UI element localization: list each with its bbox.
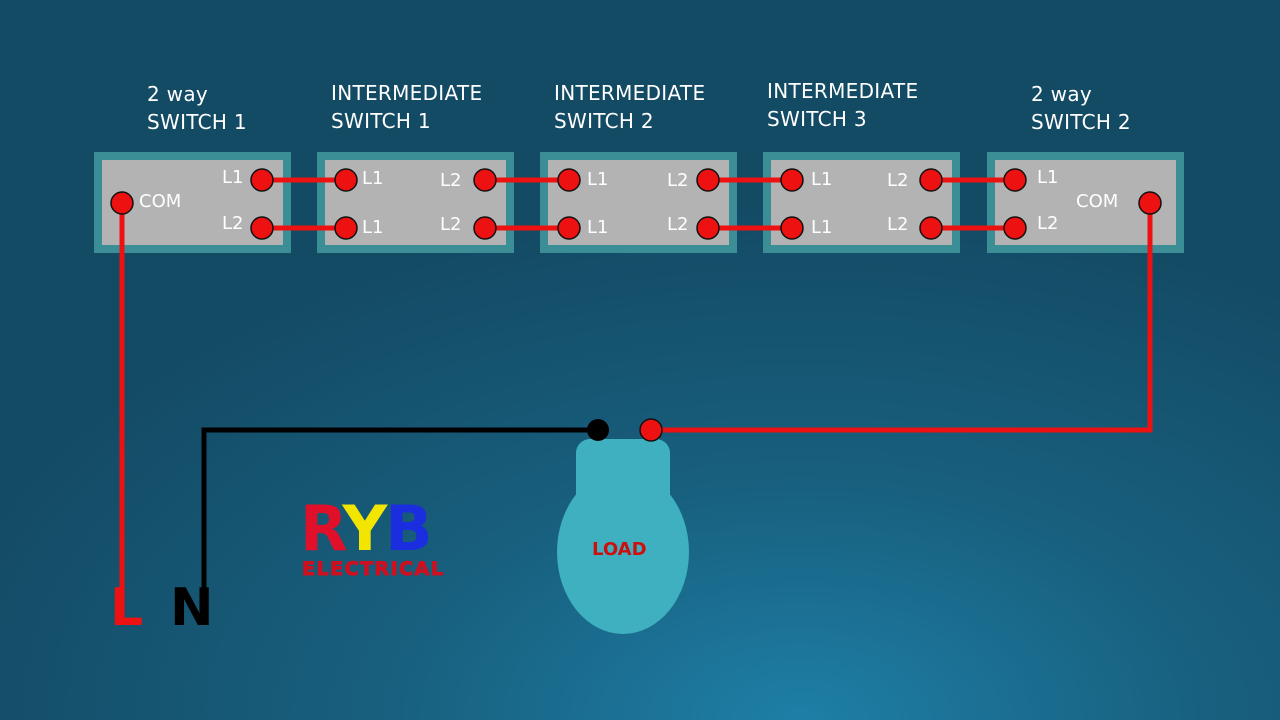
terminal-label-l1: L1: [587, 217, 609, 238]
switch-4-title-line1: INTERMEDIATE: [767, 79, 919, 103]
switch-2-title: INTERMEDIATE SWITCH 1: [331, 79, 482, 135]
switch-5-title-line1: 2 way: [1031, 82, 1093, 106]
switch-2-title-line1: INTERMEDIATE: [331, 81, 483, 105]
terminal-label-l2: L2: [440, 214, 462, 235]
terminal-dot: [780, 216, 804, 240]
terminal-dot: [1138, 191, 1162, 215]
terminal-label-l2: L2: [887, 170, 909, 191]
terminal-dot: [919, 168, 943, 192]
logo-subtitle: ELECTRICAL: [301, 558, 445, 581]
terminal-dot: [557, 168, 581, 192]
logo-letter-r: R: [300, 492, 344, 565]
terminal-label-l2: L2: [440, 170, 462, 191]
load-bulb-cap: [576, 439, 670, 519]
terminal-dot: [473, 168, 497, 192]
load-label: LOAD: [592, 539, 647, 560]
ryb-electrical-logo: RYB ELECTRICAL: [300, 498, 475, 584]
terminal-label-com: COM: [1076, 191, 1119, 212]
switch-4-title-line2: SWITCH 3: [767, 107, 867, 131]
terminal-dot: [473, 216, 497, 240]
live-wire-to-load: [651, 203, 1153, 433]
terminal-label-l1: L1: [811, 217, 833, 238]
switch-1-title: 2 way SWITCH 1: [147, 80, 247, 136]
terminal-dot: [334, 216, 358, 240]
terminal-label-l2: L2: [222, 213, 244, 234]
neutral-label: N: [170, 578, 214, 638]
load-live-terminal: [639, 418, 663, 442]
switch-3-title-line2: SWITCH 2: [554, 109, 654, 133]
terminal-dot: [919, 216, 943, 240]
terminal-dot: [696, 216, 720, 240]
terminal-dot: [110, 191, 134, 215]
terminal-dot: [250, 168, 274, 192]
terminal-label-l1: L1: [362, 168, 384, 189]
line-label: L: [110, 578, 144, 638]
terminal-dot: [250, 216, 274, 240]
terminal-dot: [1003, 168, 1027, 192]
switch-4-title: INTERMEDIATE SWITCH 3: [767, 77, 918, 133]
terminal-label-l1: L1: [1037, 167, 1059, 188]
switch-5-title-line2: SWITCH 2: [1031, 110, 1131, 134]
terminal-label-l1: L1: [811, 169, 833, 190]
switch-1-title-line2: SWITCH 1: [147, 110, 247, 134]
load-neutral-terminal: [587, 419, 609, 441]
terminal-dot: [780, 168, 804, 192]
terminal-dot: [1003, 216, 1027, 240]
switch-3-title-line1: INTERMEDIATE: [554, 81, 706, 105]
terminal-label-l2: L2: [887, 214, 909, 235]
terminal-label-l2: L2: [667, 214, 689, 235]
terminal-label-l1: L1: [587, 169, 609, 190]
terminal-dot: [557, 216, 581, 240]
terminal-label-l1: L1: [222, 167, 244, 188]
terminal-dot: [696, 168, 720, 192]
neutral-wire: [201, 427, 598, 600]
switch-1-title-line1: 2 way: [147, 82, 209, 106]
terminal-label-l1: L1: [362, 217, 384, 238]
switch-3-title: INTERMEDIATE SWITCH 2: [554, 79, 705, 135]
terminal-dot: [334, 168, 358, 192]
logo-letter-b: B: [385, 492, 432, 565]
terminal-label-l2: L2: [667, 170, 689, 191]
terminal-label-com: COM: [139, 191, 182, 212]
switch-2-title-line2: SWITCH 1: [331, 109, 431, 133]
switch-5-title: 2 way SWITCH 2: [1031, 80, 1131, 136]
terminal-label-l2: L2: [1037, 213, 1059, 234]
logo-letter-y: Y: [342, 492, 387, 565]
